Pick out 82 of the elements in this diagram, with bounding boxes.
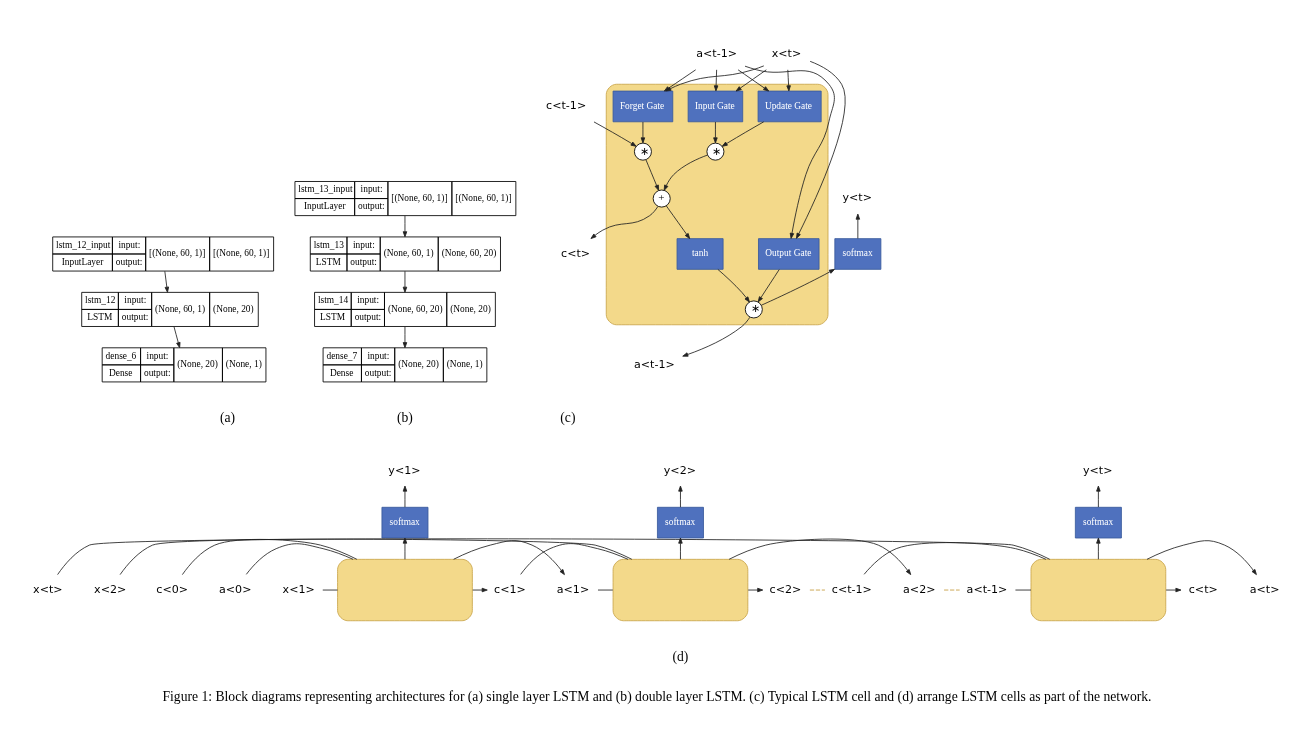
arrow xyxy=(1146,540,1257,576)
arrow xyxy=(713,69,719,92)
node-text: a<t-1> xyxy=(696,47,737,61)
arrow xyxy=(1096,537,1101,560)
node-text: a<1> xyxy=(556,582,590,596)
node-box: softmax xyxy=(381,506,429,539)
arrow xyxy=(402,537,408,560)
node-text: c<0> xyxy=(156,582,189,596)
node-text: x<1> xyxy=(282,582,315,596)
arrow xyxy=(855,213,861,239)
arrow xyxy=(786,69,791,92)
arrow xyxy=(682,316,751,357)
label: (d) xyxy=(672,648,689,664)
node-box: tanh xyxy=(676,238,724,270)
arrow xyxy=(678,485,683,508)
node-text: a<0> xyxy=(219,582,252,596)
arrow xyxy=(472,587,488,593)
node-text: a<t> xyxy=(1249,582,1280,596)
arrow xyxy=(402,326,408,349)
arrow xyxy=(721,121,765,147)
arrow xyxy=(665,205,691,240)
node-box: Input Gate xyxy=(687,90,744,123)
node-text: a<t-1> xyxy=(966,582,1008,596)
node-text: y<2> xyxy=(663,463,696,477)
label: (c) xyxy=(560,409,576,425)
arrow xyxy=(747,587,764,593)
node-box: Forget Gate xyxy=(612,90,674,123)
node-box: Update Gate xyxy=(757,90,822,123)
node-box xyxy=(612,558,749,622)
node-text: c<t> xyxy=(561,246,591,260)
arrow xyxy=(744,65,835,239)
arrow xyxy=(761,268,835,306)
node-box xyxy=(1030,558,1167,622)
arrow xyxy=(173,326,181,349)
arrow xyxy=(728,538,912,576)
arrow xyxy=(663,154,708,191)
node-text: x<t> xyxy=(33,582,63,596)
node-box: softmax xyxy=(657,506,704,539)
node-circle: ∗ xyxy=(633,142,652,161)
node-text: y<1> xyxy=(388,463,421,477)
connector xyxy=(520,543,629,575)
arrow xyxy=(1165,587,1182,593)
node-text: c<1> xyxy=(494,582,526,596)
connector xyxy=(57,538,1051,576)
label: (b) xyxy=(397,409,413,425)
node-text: c<t> xyxy=(1188,582,1218,596)
node-text: y<t> xyxy=(842,191,872,205)
node-circle: + xyxy=(652,189,671,208)
arrow xyxy=(645,159,660,191)
arrow xyxy=(678,537,683,560)
node-box: softmax xyxy=(1074,506,1122,539)
arrow xyxy=(796,60,846,239)
arrow xyxy=(640,121,646,144)
node-text: c<t-1> xyxy=(546,99,587,113)
connector xyxy=(181,538,358,576)
node-text: y<t> xyxy=(1083,463,1113,477)
arrow xyxy=(402,215,408,238)
arrow xyxy=(713,121,718,144)
label: (a) xyxy=(220,409,236,425)
arrow xyxy=(590,206,659,239)
node-box: Output Gate xyxy=(758,238,820,270)
arrow xyxy=(453,540,565,576)
node-circle: ∗ xyxy=(744,300,763,319)
node-text: x<2> xyxy=(94,582,127,596)
connector xyxy=(119,538,633,576)
node-text: x<t> xyxy=(771,47,802,61)
arrow xyxy=(164,270,170,293)
node-box: softmax xyxy=(834,238,882,270)
node-text: c<2> xyxy=(769,582,802,596)
arrow xyxy=(717,269,750,303)
arrow xyxy=(402,270,408,293)
node-text: a<t-1> xyxy=(633,357,675,371)
node-text: c<t-1> xyxy=(831,582,872,596)
node-text: a<2> xyxy=(903,582,936,596)
node-circle: ∗ xyxy=(706,142,725,161)
arrow xyxy=(757,269,780,303)
arrow xyxy=(402,485,408,508)
caption: Figure 1: Block diagrams representing architectures for (a) single layer LSTM and (b) double layer LSTM. (c) Typical LSTM cell and (d) arrange LSTM cells as part of the network. xyxy=(162,688,1152,704)
connector xyxy=(245,543,354,575)
node-box xyxy=(337,558,473,622)
connector xyxy=(863,542,1047,575)
arrow xyxy=(1096,485,1101,508)
